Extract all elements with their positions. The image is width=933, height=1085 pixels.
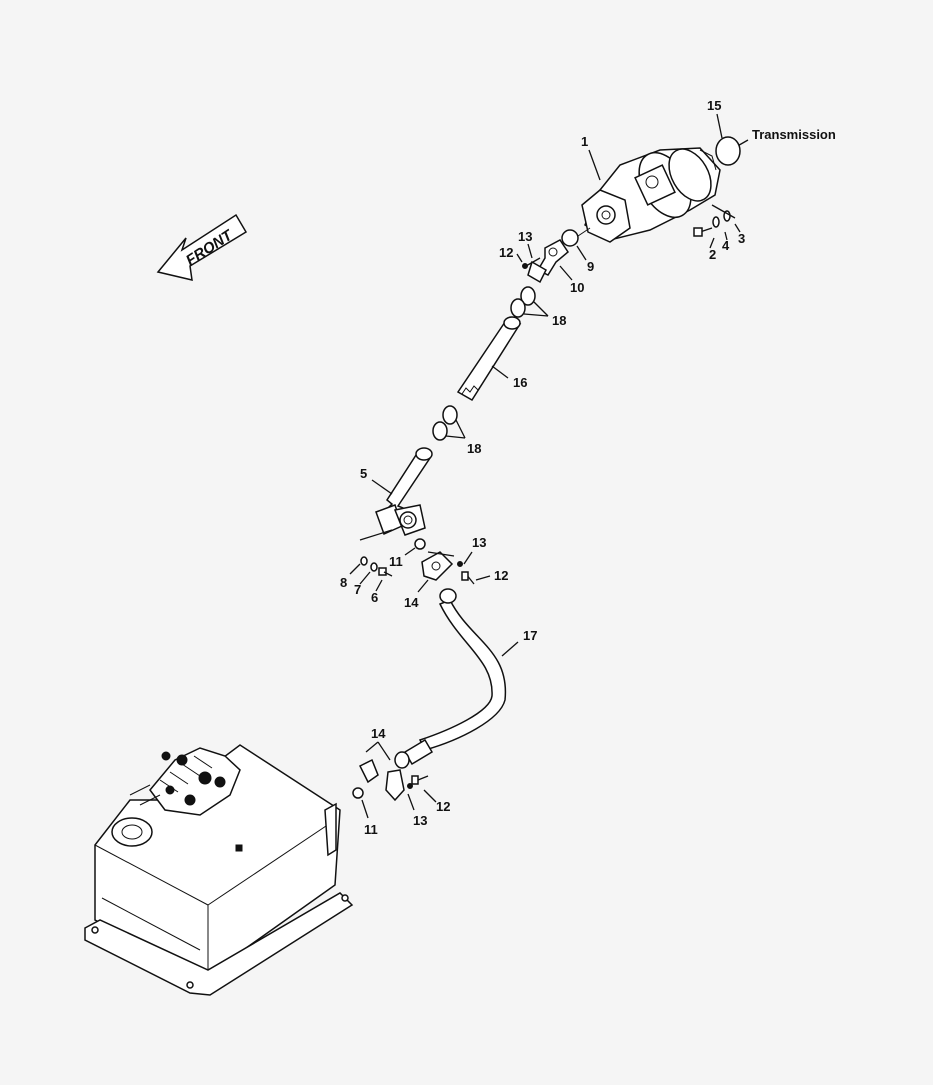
callout-9: 9 [587, 259, 594, 274]
control-valve [129, 747, 241, 816]
hose-clamps-lower [432, 405, 466, 441]
o-ring-11-lower [352, 787, 364, 799]
callout-15: 15 [707, 98, 721, 113]
front-arrow: FRONT [156, 213, 248, 281]
callout-13-lower: 13 [413, 813, 427, 828]
o-ring-15 [715, 136, 741, 166]
fitting-10 [527, 239, 569, 284]
callout-7: 7 [354, 582, 361, 597]
suction-tube-5 [375, 447, 433, 536]
hydraulic-pump [581, 147, 721, 243]
callout-18-bottom: 18 [467, 441, 481, 456]
hose-clamps-upper [510, 286, 549, 318]
callout-6: 6 [371, 590, 378, 605]
callout-3: 3 [738, 231, 745, 246]
pressure-hose-17 [394, 588, 507, 769]
callout-11-lower: 11 [364, 822, 378, 837]
callout-4: 4 [722, 238, 730, 253]
suction-hose-16 [456, 316, 522, 402]
split-flange-lower [358, 741, 405, 802]
callout-11-mid: 11 [389, 554, 403, 569]
o-ring-11-mid [414, 538, 426, 550]
split-flange-mid [417, 551, 455, 593]
callout-13-top: 13 [518, 229, 532, 244]
callout-12-lower: 12 [436, 799, 450, 814]
hydraulic-tank [84, 744, 354, 996]
callout-16: 16 [513, 375, 527, 390]
callout-18-top: 18 [552, 313, 566, 328]
transmission-label: Transmission [752, 127, 836, 142]
callout-17: 17 [523, 628, 537, 643]
callout-10: 10 [570, 280, 584, 295]
callout-12-mid: 12 [494, 568, 508, 583]
callout-14-lower: 14 [371, 726, 386, 741]
callout-8: 8 [340, 575, 347, 590]
bolt-washer-set-top [693, 204, 741, 249]
callout-12-top: 12 [499, 245, 513, 260]
callout-1: 1 [581, 134, 588, 149]
callout-14-mid: 14 [404, 595, 419, 610]
callout-5: 5 [360, 466, 367, 481]
callout-13-mid: 13 [472, 535, 486, 550]
callout-2: 2 [709, 247, 716, 262]
o-ring-9 [561, 229, 579, 247]
bolt-washer-set-mid [349, 529, 393, 592]
